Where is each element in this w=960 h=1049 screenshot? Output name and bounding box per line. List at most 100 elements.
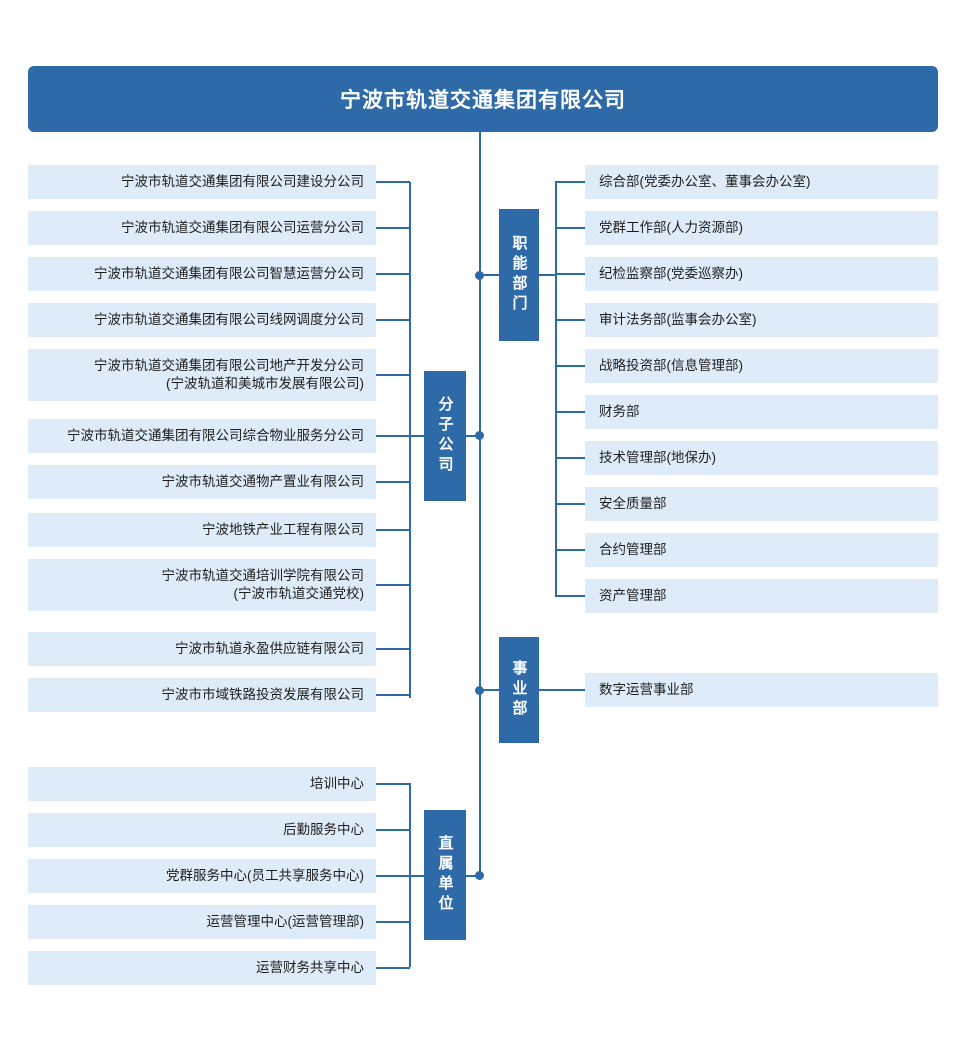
subsidiaries-bus-line [409,182,411,698]
list-item[interactable]: 宁波市轨道交通集团有限公司线网调度分公司 [28,303,376,337]
list-item[interactable]: 安全质量部 [585,487,938,521]
connector [376,435,410,437]
leaf-label: 综合部(党委办公室、董事会办公室) [599,173,811,189]
group-label-functional-departments: 职能部门 [499,209,539,341]
connector [555,457,585,459]
business-division-to-trunk-line [479,689,500,691]
list-item[interactable]: 数字运营事业部 [585,673,938,707]
connector [555,365,585,367]
leaf-label: 培训中心 [310,775,364,791]
list-item[interactable]: 宁波市轨道交通集团有限公司建设分公司 [28,165,376,199]
connector [376,181,410,183]
leaf-label: 合约管理部 [599,541,667,557]
subsidiaries-to-trunk-line [466,435,482,437]
list-item[interactable]: 审计法务部(监事会办公室) [585,303,938,337]
connector [376,481,410,483]
business-division-trunk-junction-dot [475,686,484,695]
functional-to-trunk-line [479,274,500,276]
leaf-label: 宁波市市域铁路投资发展有限公司 [161,686,365,702]
list-item[interactable]: 纪检监察部(党委巡察办) [585,257,938,291]
list-item[interactable]: 宁波市市域铁路投资发展有限公司 [28,678,376,712]
business-division-connector [539,689,585,691]
list-item[interactable]: 财务部 [585,395,938,429]
connector [376,921,410,923]
leaf-label: 财务部 [599,403,640,419]
connector [376,319,410,321]
group-label-business-division: 事业部 [499,637,539,743]
connector [376,648,410,650]
leaf-label: 宁波地铁产业工程有限公司 [202,521,364,537]
org-root-title: 宁波市轨道交通集团有限公司 [28,66,938,132]
direct-units-label-to-bus-line [409,875,425,877]
list-item[interactable]: 宁波市轨道交通集团有限公司地产开发分公司 (宁波轨道和美城市发展有限公司) [28,349,376,401]
leaf-label: 资产管理部 [599,587,667,603]
leaf-label: 党群工作部(人力资源部) [599,219,743,235]
list-item[interactable]: 宁波市轨道交通培训学院有限公司 (宁波市轨道交通党校) [28,559,376,611]
list-item[interactable]: 合约管理部 [585,533,938,567]
leaf-label: 党群服务中心(员工共享服务中心) [166,867,364,883]
leaf-label: 运营财务共享中心 [256,959,364,975]
list-item[interactable]: 运营财务共享中心 [28,951,376,985]
subsidiaries-trunk-junction-dot [475,431,484,440]
leaf-label: 宁波市轨道交通物产置业有限公司 [161,473,365,489]
connector [376,227,410,229]
connector [555,319,585,321]
list-item[interactable]: 党群服务中心(员工共享服务中心) [28,859,376,893]
connector [376,829,410,831]
leaf-label-secondary: (宁波轨道和美城市发展有限公司) [166,376,364,391]
connector [376,584,410,586]
direct-units-trunk-junction-dot [475,871,484,880]
connector [376,783,410,785]
leaf-label: 运营管理中心(运营管理部) [206,913,365,929]
leaf-label: 审计法务部(监事会办公室) [599,311,757,327]
list-item[interactable]: 技术管理部(地保办) [585,441,938,475]
list-item[interactable]: 宁波市轨道交通物产置业有限公司 [28,465,376,499]
leaf-label: 后勤服务中心 [283,821,364,837]
list-item[interactable]: 宁波市轨道永盈供应链有限公司 [28,632,376,666]
list-item[interactable]: 宁波市轨道交通集团有限公司运营分公司 [28,211,376,245]
connector [555,595,585,597]
list-item[interactable]: 后勤服务中心 [28,813,376,847]
leaf-label: 宁波市轨道永盈供应链有限公司 [175,640,364,656]
leaf-label: 数字运营事业部 [599,681,694,697]
subsidiaries-label-to-bus-line [409,435,425,437]
leaf-label: 战略投资部(信息管理部) [599,357,743,373]
list-item[interactable]: 宁波地铁产业工程有限公司 [28,513,376,547]
leaf-label: 宁波市轨道交通集团有限公司建设分公司 [121,173,364,189]
connector [376,967,410,969]
connector [376,875,410,877]
functional-trunk-junction-dot [475,271,484,280]
list-item[interactable]: 宁波市轨道交通集团有限公司综合物业服务分公司 [28,419,376,453]
group-label-direct-units: 直属单位 [424,810,466,940]
list-item[interactable]: 战略投资部(信息管理部) [585,349,938,383]
list-item[interactable]: 党群工作部(人力资源部) [585,211,938,245]
connector [555,273,585,275]
functional-label-to-bus-line [539,274,557,276]
leaf-label: 宁波市轨道交通集团有限公司综合物业服务分公司 [67,427,364,443]
direct-units-to-trunk-line [466,875,482,877]
leaf-label: 宁波市轨道交通集团有限公司运营分公司 [121,219,364,235]
leaf-label: 纪检监察部(党委巡察办) [599,265,743,281]
list-item[interactable]: 运营管理中心(运营管理部) [28,905,376,939]
connector [376,374,410,376]
leaf-label: 宁波市轨道交通集团有限公司线网调度分公司 [94,311,364,327]
group-label-subsidiaries: 分子公司 [424,371,466,501]
direct-units-bus-line [409,783,411,967]
functional-bus-line [555,181,557,597]
connector [555,549,585,551]
connector [376,529,410,531]
leaf-label: 宁波市轨道交通集团有限公司地产开发分公司 [94,357,364,373]
connector [376,273,410,275]
list-item[interactable]: 资产管理部 [585,579,938,613]
list-item[interactable]: 宁波市轨道交通集团有限公司智慧运营分公司 [28,257,376,291]
connector [555,503,585,505]
leaf-label: 宁波市轨道交通集团有限公司智慧运营分公司 [94,265,364,281]
trunk-vertical-line [479,132,481,880]
list-item[interactable]: 综合部(党委办公室、董事会办公室) [585,165,938,199]
connector [376,694,410,696]
list-item[interactable]: 培训中心 [28,767,376,801]
leaf-label: 安全质量部 [599,495,667,511]
connector [555,227,585,229]
connector [555,181,585,183]
